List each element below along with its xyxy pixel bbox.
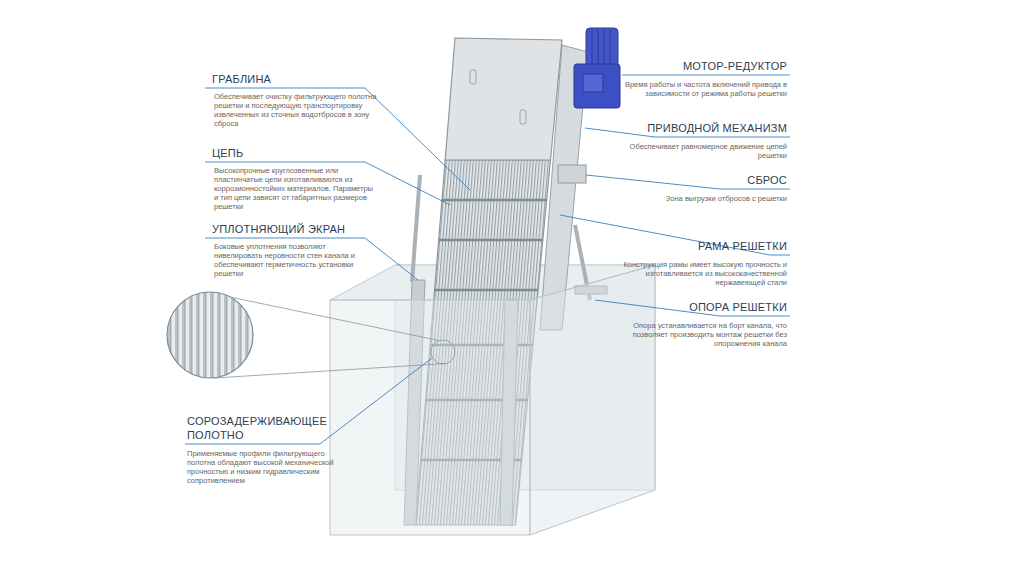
- callout-description: Боковые уплотнения позволяют нивелироват…: [214, 242, 374, 278]
- callout-heading: УПЛОТНЯЮЩИЙ ЭКРАН: [212, 222, 345, 236]
- leader-lines: [185, 75, 790, 444]
- magnifier: [167, 292, 446, 378]
- channel-front: [330, 265, 655, 535]
- callout-description: Опора устанавливается на борт канала, чт…: [627, 321, 787, 348]
- callout-description: Применяемые профили фильтрующего полотна…: [187, 449, 347, 485]
- callout-heading: СОРОЗАДЕРЖИВАЮЩЕЕ ПОЛОТНО: [187, 414, 337, 442]
- callout-description: Конструкция рамы имеет высокую прочность…: [612, 260, 787, 287]
- callout-description: Время работы и частота включений привода…: [617, 80, 787, 98]
- callout-heading: РАМА РЕШЕТКИ: [698, 239, 787, 253]
- callout-description: Обеспечивает очистку фильтрующего полотн…: [214, 92, 379, 128]
- callout-heading: ОПОРА РЕШЕТКИ: [689, 300, 787, 314]
- callout-description: Обеспечивает равномерное движение цепей …: [617, 142, 787, 160]
- callout-heading: МОТОР-РЕДУКТОР: [683, 59, 787, 73]
- callout-description: Высокопрочные круглозвенные или пластинч…: [214, 166, 379, 211]
- callout-description: Зона выгрузки отбросов с решетки: [617, 194, 787, 203]
- callout-heading: ГРАБЛИНА: [212, 72, 271, 86]
- motor-reducer: [574, 28, 620, 108]
- callout-heading: ПРИВОДНОЙ МЕХАНИЗМ: [647, 121, 787, 135]
- callout-heading: ЦЕПЬ: [212, 146, 243, 160]
- callout-heading: СБРОС: [747, 173, 787, 187]
